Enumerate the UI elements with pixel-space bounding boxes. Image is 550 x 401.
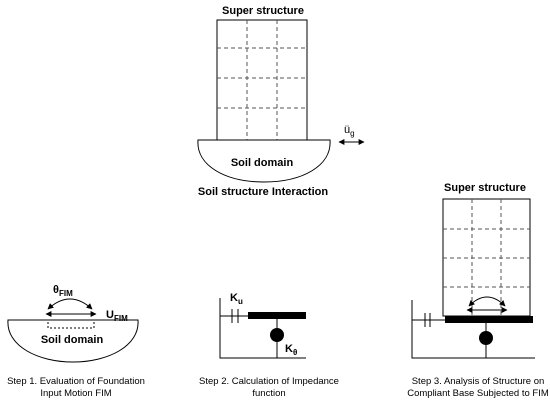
step2-diagram: Ku Kθ Step 2. Calculation of Impedance f…: [199, 292, 339, 399]
foundation-outline: [47, 319, 95, 329]
step1-caption-line2: Input Motion FIM: [40, 388, 111, 399]
step3-caption-line1: Step 3. Analysis of Structure on: [412, 376, 545, 387]
step3-building: [442, 198, 531, 317]
step2-caption-line2: function: [252, 388, 285, 399]
step3-foundation-beam: [445, 316, 533, 323]
step1-soil-domain: [7, 319, 139, 363]
ktheta-label: Kθ: [285, 343, 297, 357]
theta-fim-label: θFIM: [53, 284, 73, 298]
top-caption: Soil structure Interaction: [198, 186, 328, 198]
step3-rotation-arrow: [468, 296, 506, 307]
step2-caption-line1: Step 2. Calculation of Impedance: [199, 376, 339, 387]
u-fim-label: UFIM: [106, 309, 128, 323]
top-building-frame: [216, 19, 308, 141]
step1-diagram: θFIM UFIM Soil domain Step 1. Evaluation…: [7, 284, 145, 399]
top-soil-label: Soil domain: [231, 157, 294, 169]
ground-acceleration-label: üg: [344, 124, 355, 138]
top-superstructure-label: Super structure: [222, 5, 304, 17]
step3-fixed-support: [411, 300, 535, 359]
top-diagram: Super structure Soil domain üg Soil stru…: [197, 5, 365, 198]
rotational-spring-node: [270, 328, 284, 342]
step1-caption-line1: Step 1. Evaluation of Foundation: [7, 376, 145, 387]
step1-soil-label: Soil domain: [41, 334, 104, 346]
top-building: [216, 19, 308, 141]
top-soil-domain: [197, 139, 331, 183]
step3-diagram: Super structure Step 3. Analysis of Stru…: [407, 182, 549, 399]
foundation-beam: [248, 312, 306, 319]
ku-label: Ku: [230, 292, 243, 306]
step3-rotational-node: [479, 331, 493, 345]
step3-superstructure-label: Super structure: [444, 182, 526, 194]
rotation-arrow: [47, 298, 93, 310]
step3-caption-line2: Compliant Base Subjected to FIM: [407, 388, 549, 399]
